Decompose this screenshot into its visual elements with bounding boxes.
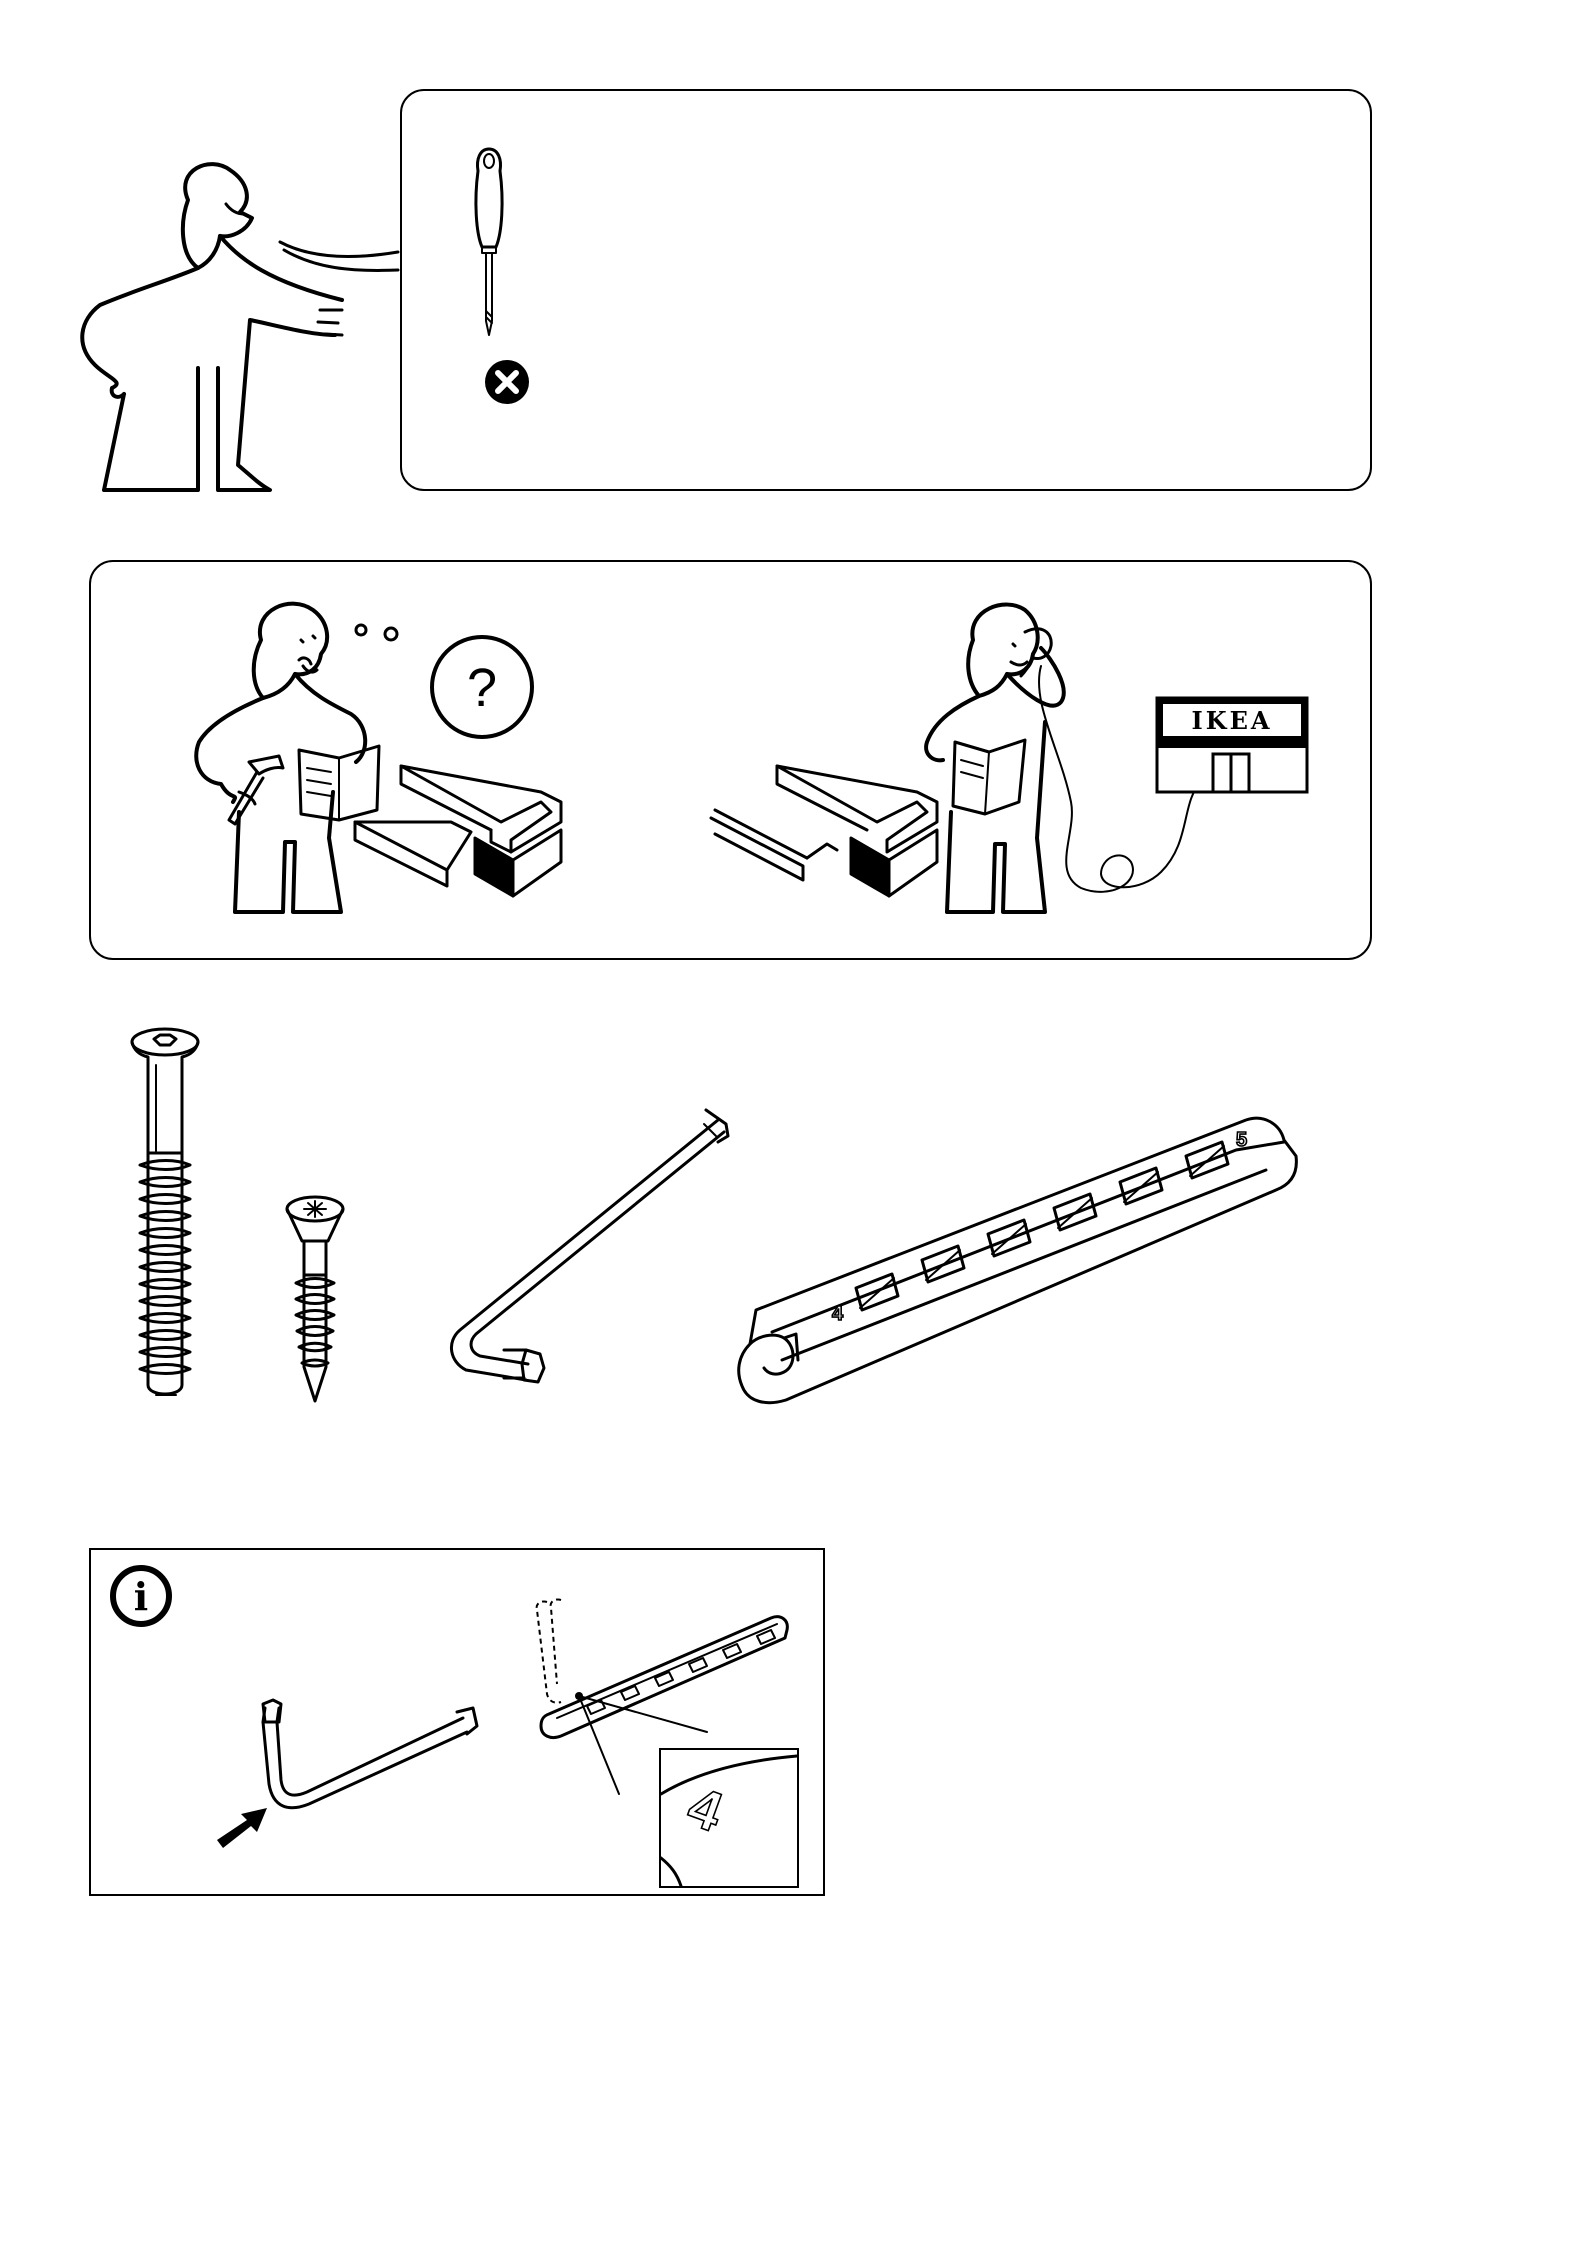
strip-number-5: 5 — [1236, 1129, 1247, 1151]
allen-key-small — [171, 1700, 481, 1850]
speech-bubble — [400, 89, 1372, 491]
screwdriver-icon — [464, 141, 514, 341]
not-allowed-icon — [484, 359, 530, 405]
assembler-figure — [80, 160, 350, 490]
info-symbol: i — [134, 1574, 148, 1619]
hammer-icon — [219, 752, 289, 832]
thought-dots — [349, 614, 409, 644]
key-holder-strip: 4 5 — [736, 1110, 1326, 1410]
help-panel: ? — [89, 560, 1372, 960]
zoom-number: 4 — [680, 1774, 731, 1844]
question-mark-bubble: ? — [427, 632, 537, 742]
info-icon: i — [109, 1564, 173, 1628]
store-sign-text: IKEA — [1192, 706, 1273, 735]
strip-number-4: 4 — [832, 1303, 844, 1325]
info-box: i — [89, 1548, 825, 1896]
booklet-right — [949, 732, 1029, 822]
zoom-detail: 4 — [659, 1748, 799, 1888]
store-sign: IKEA — [1155, 696, 1315, 796]
phillips-wood-screw — [282, 1195, 348, 1405]
allen-key — [440, 1110, 730, 1390]
furniture-parts-right — [707, 760, 947, 900]
furniture-parts — [351, 762, 571, 902]
speech-bubble-tail — [270, 230, 400, 290]
question-mark: ? — [467, 658, 497, 718]
hex-socket-bolt — [126, 1025, 204, 1405]
